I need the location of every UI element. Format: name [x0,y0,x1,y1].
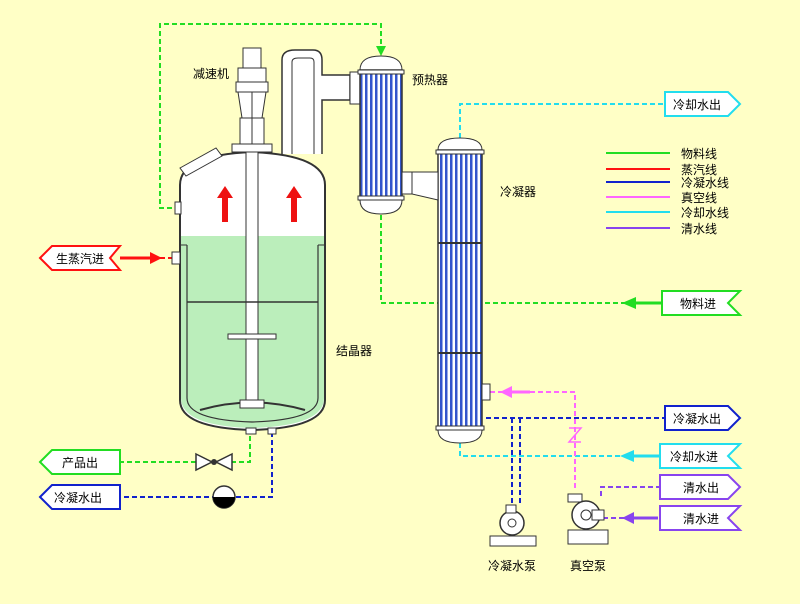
tag-cooling-out-top[interactable]: 冷却水出 [664,91,742,117]
material-feed-arrow [622,297,636,309]
tag-cooling-in[interactable]: 冷却水进 [659,443,743,469]
clean-water-out-line [600,486,660,496]
vapor-arrow-right [286,186,302,222]
tag-condensate-out-left-label: 冷凝水出 [54,490,102,505]
label-vacuum-pump: 真空泵 [570,559,606,573]
vacuum-pump[interactable] [567,493,609,545]
material-line-feed [380,215,655,304]
product-valve[interactable] [195,452,233,472]
legend-label-clean: 清水线 [681,222,717,236]
cooling-line-bottom [459,443,665,457]
vapor-duct [281,49,361,154]
tag-steam-in[interactable]: 生蒸汽进 [38,245,123,271]
condensate-trap[interactable] [212,485,236,509]
vacuum-arrow [500,386,512,398]
tag-steam-in-label: 生蒸汽进 [56,251,104,266]
condensate-pump[interactable] [489,504,537,547]
material-line-arrow-down [376,46,386,56]
condensate-line-left [120,432,273,498]
tag-feed-in[interactable]: 物料进 [661,290,743,316]
vacuum-valve-zigzag [567,427,583,443]
tag-clean-out-label: 清水出 [683,481,719,495]
legend-label-steam: 蒸汽线 [681,162,717,177]
vapor-arrow-left [217,186,233,222]
condensate-line-pump [511,418,521,510]
label-condenser: 冷凝器 [500,184,536,199]
legend: 物料线 蒸汽线 冷凝水线 真空线 冷却水线 清水线 [606,147,729,236]
vacuum-line [490,391,576,490]
cooling-line-top [459,103,665,138]
tag-clean-in-label: 清水进 [683,512,719,526]
legend-label-material: 物料线 [681,147,717,161]
crystallizer-vessel [171,147,326,435]
tag-product-out[interactable]: 产品出 [38,449,121,475]
label-condensate-pump: 冷凝水泵 [488,558,536,573]
legend-label-vacuum: 真空线 [681,191,717,205]
cooling-in-arrow [620,450,634,462]
condenser [411,137,491,444]
legend-label-condensate: 冷凝水线 [681,175,729,190]
tag-condensate-out-right-label: 冷凝水出 [673,411,721,426]
tag-cooling-in-label: 冷却水进 [670,450,718,464]
label-preheater: 预热器 [412,73,448,87]
tag-condensate-out-left[interactable]: 冷凝水出 [38,484,121,510]
steam-arrow [150,252,162,264]
tag-clean-in[interactable]: 清水进 [659,505,743,531]
product-out-line [120,428,251,463]
tag-condensate-out-right[interactable]: 冷凝水出 [664,405,742,431]
legend-label-cooling: 冷却水线 [681,206,729,220]
label-reducer: 减速机 [193,67,229,81]
reducer-motor [231,47,273,153]
tag-clean-out[interactable]: 清水出 [659,474,742,500]
tag-product-out-label: 产品出 [62,456,98,470]
preheater [357,55,413,215]
tag-feed-in-label: 物料进 [680,297,716,311]
tag-cooling-out-top-label: 冷却水出 [673,98,721,112]
material-line-vapor-loop [159,23,382,209]
label-crystallizer: 结晶器 [336,344,372,358]
clean-water-in-arrow [622,512,634,524]
